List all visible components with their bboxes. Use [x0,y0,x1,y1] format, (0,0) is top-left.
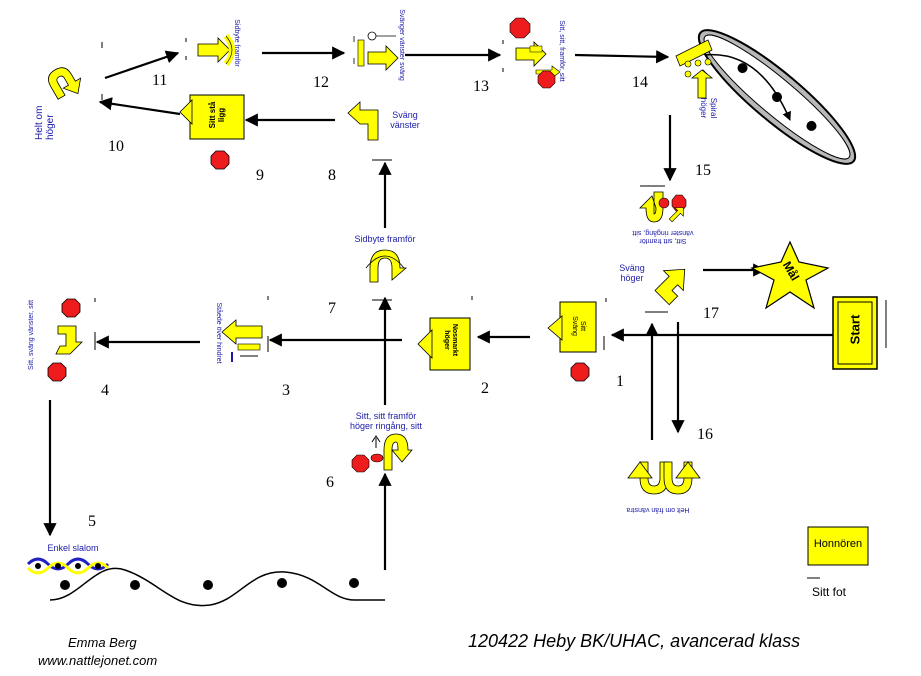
slalom-icon [26,557,110,575]
station-15-icon [639,191,687,223]
sitt-fot-label: Sitt fot [812,585,847,599]
station-number-1: 1 [616,373,624,390]
author-name: Emma Berg [68,635,137,650]
stop-sign-icon [210,150,230,170]
station-14-text: Spiral höger [699,97,718,119]
station-number-16: 16 [697,426,713,443]
route-arrows [43,46,833,570]
station-3-text: Ståede över hindret [215,302,222,364]
station-6-text: Sitt, sitt framför höger ringång, sitt [349,411,423,431]
station-number-14: 14 [632,74,648,91]
station-2-sign [429,317,471,371]
station-9-sign-text: Sitt stå ligg [208,101,226,129]
author-website: www.nattlejonet.com [38,653,158,668]
station-number-8: 8 [328,167,336,184]
station-12-icon [353,31,399,71]
station-number-15: 15 [695,162,711,179]
start-label: Start [847,314,863,345]
station-1-sign [559,301,597,353]
spiral-oval-icon [697,29,857,165]
station-number-4: 4 [101,382,109,399]
station-2-sign-text: Nosmarkt höger [443,323,458,357]
u-turn-arrow-icon [48,67,82,100]
route-arrow-13-to-14 [574,50,670,64]
station-number-13: 13 [473,78,489,95]
station-number-7: 7 [328,300,336,317]
station-7-text: Sidbyte framför [354,234,416,244]
station-8-text: Sväng vänster [390,110,420,130]
station-number-5: 5 [88,513,96,530]
station-16-text: Helt om från vänstra [626,506,690,513]
station-3-icon [221,319,263,362]
station-number-6: 6 [326,474,334,491]
route-arrow-9-to-10 [98,97,181,116]
station-10-text: Helt om höger [34,105,56,140]
station-15-text: Sitt, sitt framför vänster ringång, sitt [632,229,694,244]
stop-sign-icon-1 [570,362,590,382]
stop-sign-icon-4b [47,362,67,382]
station-6-icon [351,433,413,473]
stop-sign-icon-4a [61,298,81,318]
start-box [832,296,887,370]
station-1-sign-text: Sitt Sväng [571,316,586,336]
turn-arrow-icon [197,37,231,63]
star-icon [750,240,830,310]
station-9-sign [189,94,245,140]
station-12-text: Svänger vänster sväng [398,9,405,81]
honoren-box [807,526,869,566]
station-13-icon [509,17,561,89]
station-11-text: Sidbyte framför [233,19,240,67]
station-number-9: 9 [256,167,264,184]
station-17-text: Sväng höger [619,263,645,283]
station-number-11: 11 [152,72,168,89]
station-marks [94,38,820,579]
u-turn-double-icon [627,461,701,495]
station-number-10: 10 [108,138,124,155]
route-arrow-10-to-11 [104,50,180,80]
station-13-text: Sitt, sitt, framför, sitt [558,20,565,82]
station-number-2: 2 [481,380,489,397]
slalom-cones [60,578,359,590]
station-number-3: 3 [282,382,290,399]
station-4-text: Sitt, sväng vänster, sitt [28,299,35,371]
sidbyte-arrow-icon [369,249,408,283]
honoren-label: Honnören [813,538,863,550]
spiral-sign-icon [675,39,714,99]
course-title: 120422 Heby BK/UHAC, avancerad klass [468,631,801,651]
station-number-17: 17 [703,305,719,322]
turn-arrow-icon-4 [55,325,83,355]
turn-left-arrow-icon [347,101,379,141]
turn-right-arrow-icon [654,268,686,306]
slalom-course-line [49,567,385,607]
station-number-12: 12 [313,74,329,91]
station-5-text: Enkel slalom [47,543,99,553]
